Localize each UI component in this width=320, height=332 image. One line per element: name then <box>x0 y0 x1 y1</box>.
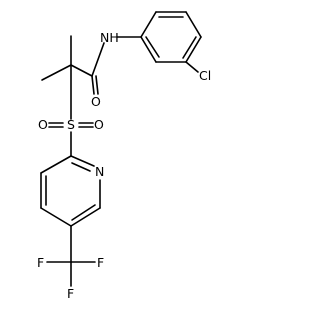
bond-ar4-inner <box>182 36 197 59</box>
bond-carbonyl-amine <box>91 42 105 77</box>
bond-py4 <box>70 207 101 227</box>
bond-aryl-chlorine <box>185 61 199 73</box>
atom-labels: NH Cl O O S O N F F F <box>37 30 211 301</box>
bond-py3 <box>40 207 72 227</box>
sulfonyl-oxygen-right-label: O <box>94 117 104 132</box>
sulfur-label: S <box>67 117 75 132</box>
bond-ar6 <box>140 36 157 63</box>
amine-label: NH <box>100 30 119 45</box>
sulfonyl-oxygen-left-label: O <box>38 117 48 132</box>
bond-methyl-left <box>41 64 72 81</box>
bond-ar4 <box>185 36 202 63</box>
bond-ar3 <box>185 11 202 38</box>
bonds <box>40 11 202 287</box>
pyridine-nitrogen-label: N <box>95 164 104 179</box>
bond-ar1 <box>140 11 157 38</box>
bond-py1 <box>40 155 72 174</box>
chemical-structure-diagram: NH Cl O O S O N F F F <box>37 11 211 301</box>
bond-py4-inner <box>71 204 96 221</box>
carbonyl-oxygen-label: O <box>91 94 101 109</box>
fluorine-right-label: F <box>97 255 104 270</box>
bond-cq-carbonyl <box>70 64 93 77</box>
chlorine-label: Cl <box>199 68 211 83</box>
fluorine-bottom-label: F <box>67 286 74 301</box>
bond-py6 <box>70 155 95 167</box>
bond-py6-inner <box>71 162 91 172</box>
fluorine-left-label: F <box>37 255 44 270</box>
bond-carbonyl-double-b <box>95 75 99 95</box>
bond-ar6-inner <box>145 36 160 58</box>
bond-carbonyl-double-a <box>91 75 95 95</box>
